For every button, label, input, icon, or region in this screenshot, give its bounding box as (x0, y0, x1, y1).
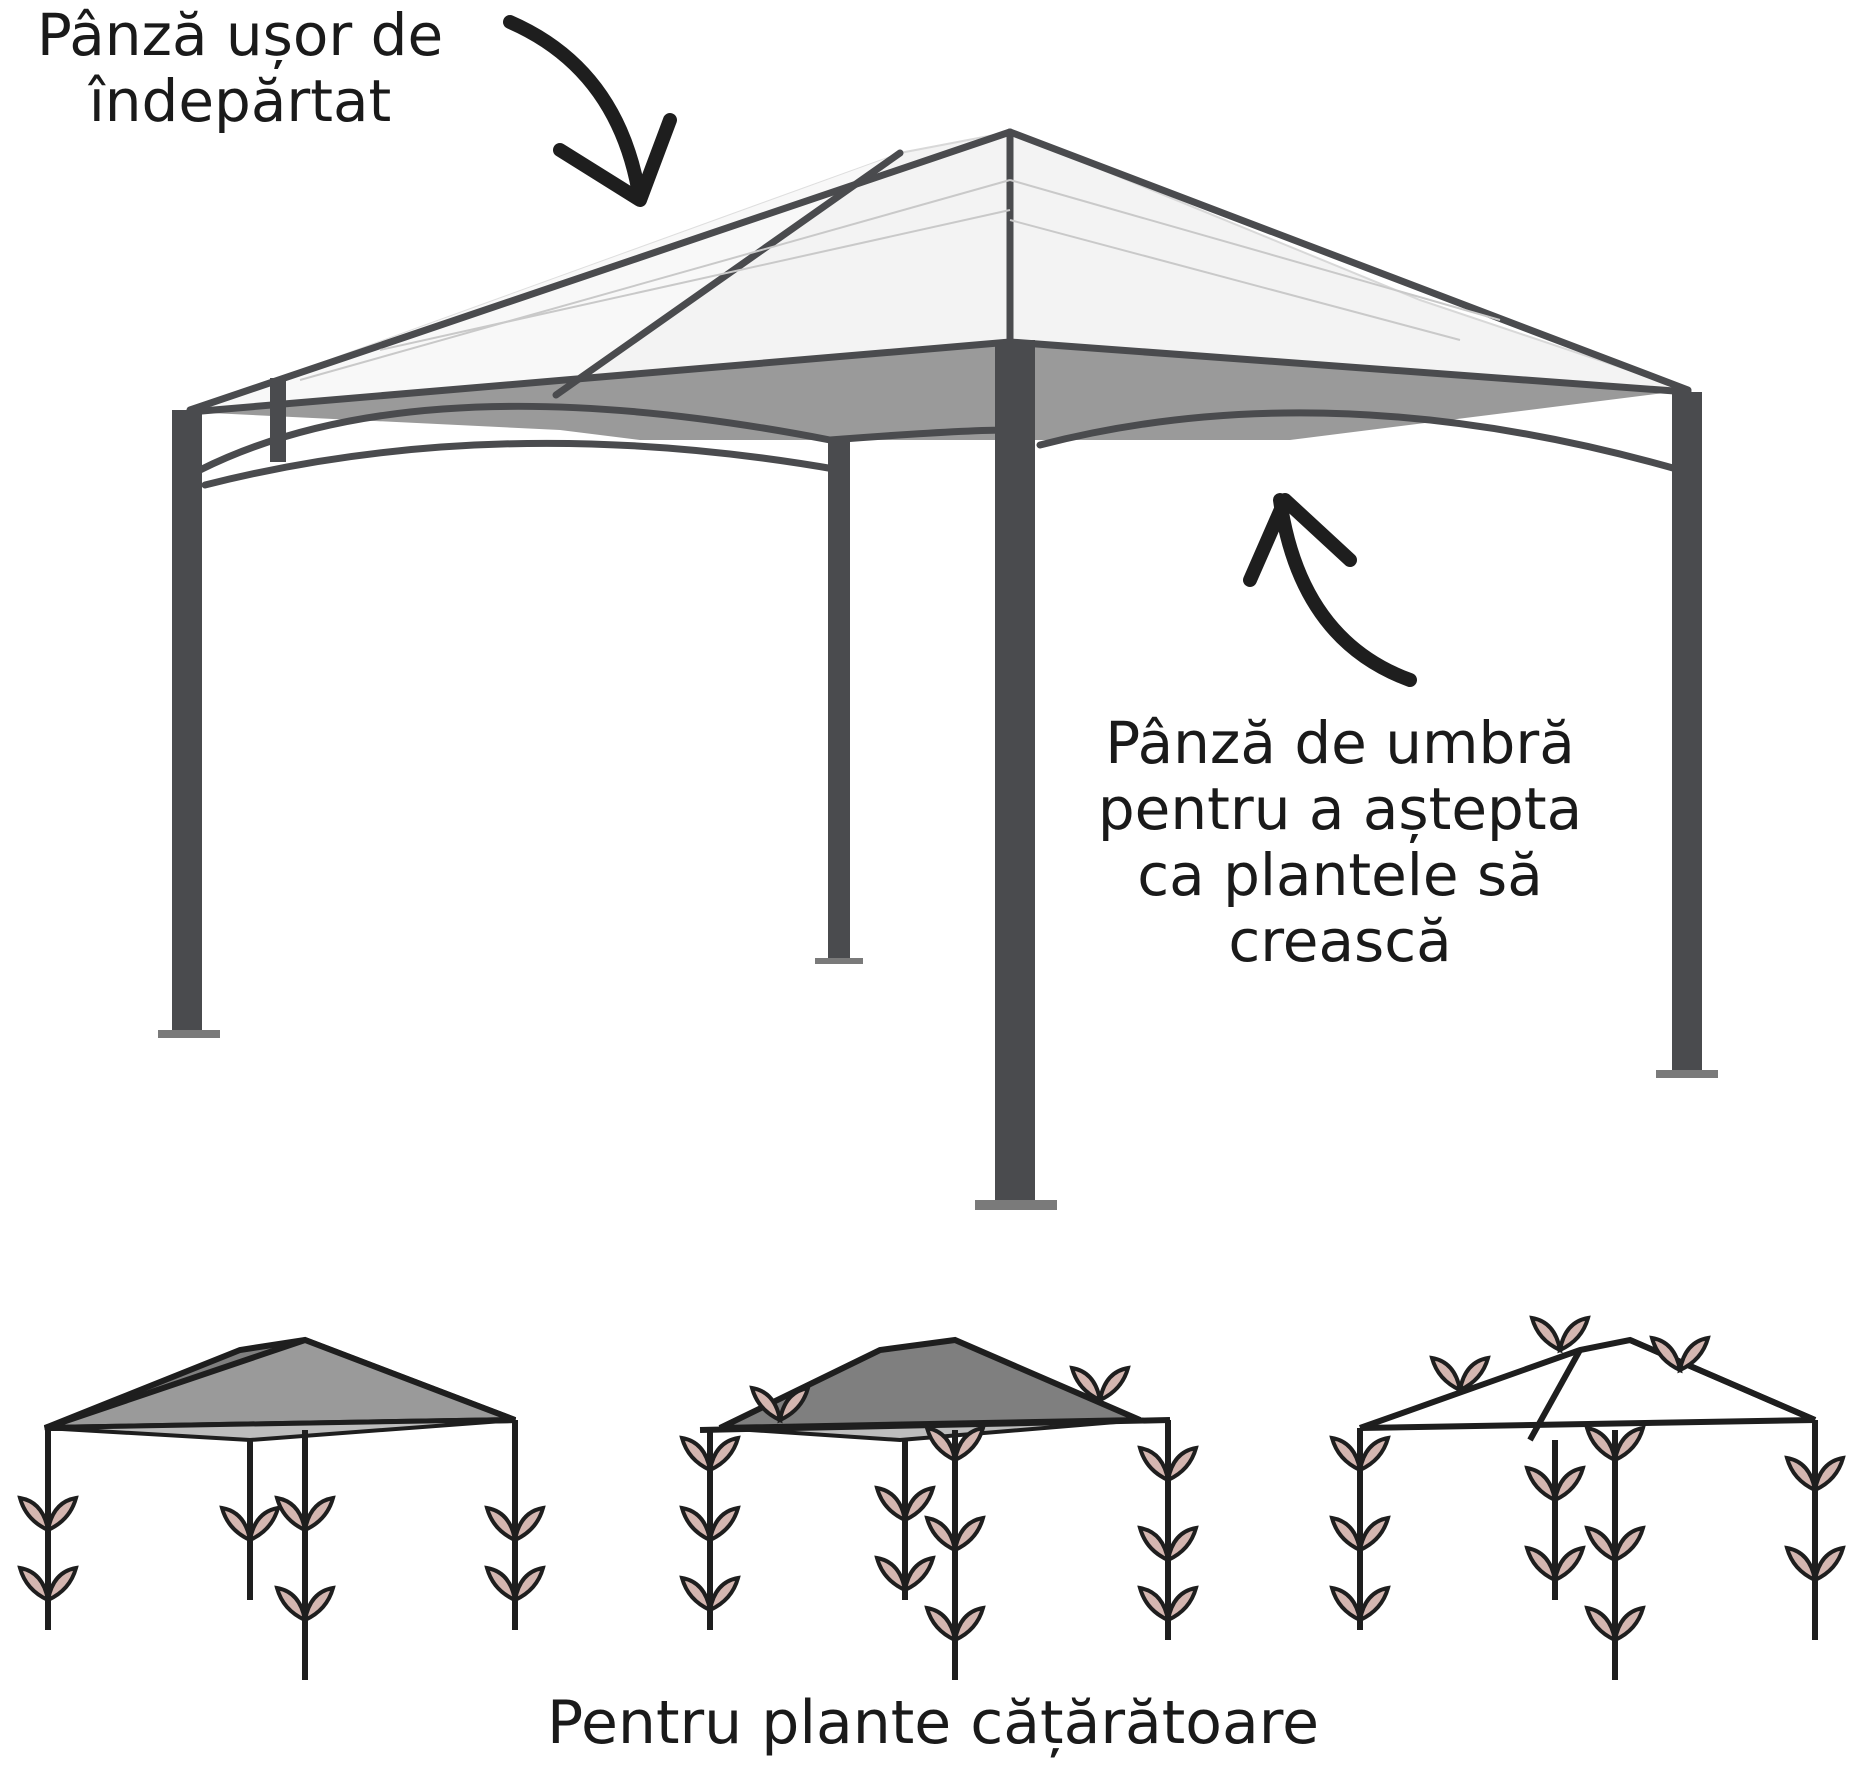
leg-back (828, 440, 850, 960)
label-removable-cover: Pânză ușor de îndepărtat (36, 1, 444, 135)
arrow-right-icon (1243, 493, 1417, 687)
label-climbing-plants: Pentru plante cățărătoare (546, 1688, 1320, 1758)
label-shade-cover: Pânză de umbră pentru a aștepta ca plant… (1097, 709, 1583, 975)
foot-plates (158, 958, 1718, 1210)
illustration-plants-only (1330, 1316, 1845, 1680)
arrow-top-icon (503, 15, 677, 207)
leg-front-right (1672, 392, 1702, 1072)
roof-frame (186, 128, 1692, 489)
illustration-shade-cover (680, 1336, 1198, 1680)
illustration-full-cover (18, 1336, 545, 1680)
leg-back-left (270, 378, 286, 462)
gazebo-photo (158, 128, 1718, 1210)
gazebo-legs (172, 340, 1702, 1200)
leg-front-center (995, 340, 1035, 1200)
cover-lines (299, 179, 1501, 381)
leg-front-left (172, 410, 202, 1032)
